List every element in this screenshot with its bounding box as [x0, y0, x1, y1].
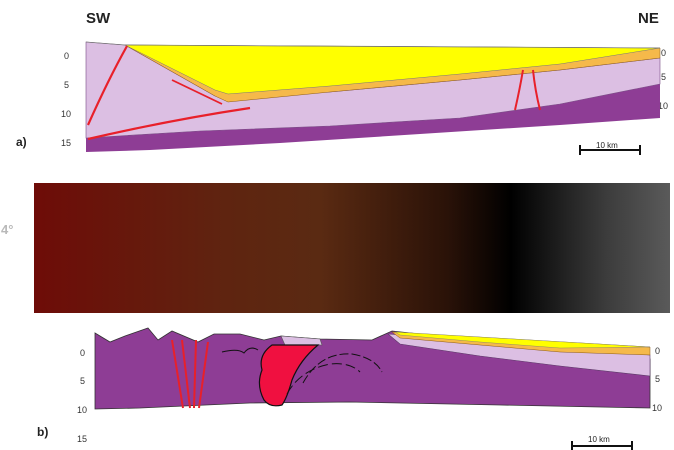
basement-layer-b [95, 328, 650, 409]
crust-cap-b [281, 336, 322, 345]
